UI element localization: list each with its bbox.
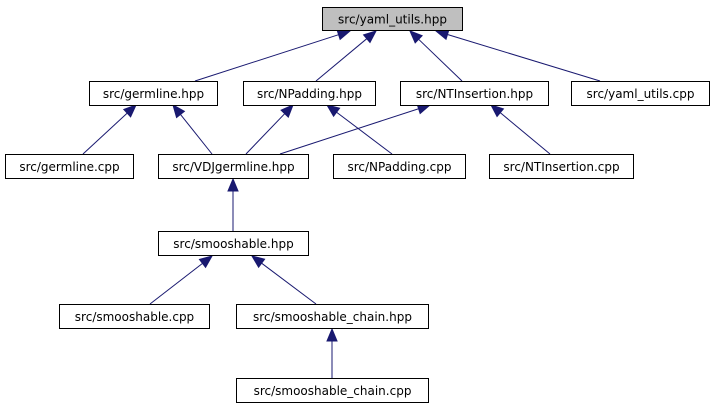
node-germline-hpp[interactable]: src/germline.hpp xyxy=(89,81,218,106)
edge-germline_cpp-to-germline_hpp xyxy=(82,104,137,155)
node-box[interactable] xyxy=(236,304,429,329)
arrowhead-icon xyxy=(122,104,137,118)
node-germline-cpp[interactable]: src/germline.cpp xyxy=(5,154,134,179)
edge-vdjgermline_hpp-to-germline_hpp xyxy=(172,103,213,155)
edge-ntinsertion_hpp-to-yaml_utils_hpp xyxy=(409,30,463,82)
edge-line xyxy=(261,262,317,305)
arrowhead-icon xyxy=(280,104,294,119)
edge-line xyxy=(315,38,368,82)
node-box[interactable] xyxy=(59,304,210,329)
edge-yaml_utils_cpp-to-yaml_utils_hpp xyxy=(434,29,601,82)
edge-vdjgermline_hpp-to-npadding_hpp xyxy=(245,104,294,155)
node-box[interactable] xyxy=(571,81,710,106)
node-label: src/NPadding.cpp xyxy=(347,160,451,174)
node-box[interactable] xyxy=(489,154,634,179)
edge-line xyxy=(194,34,339,82)
node-box[interactable] xyxy=(243,81,376,106)
node-box[interactable] xyxy=(400,81,549,106)
node-ntinsertion-hpp[interactable]: src/NTInsertion.hpp xyxy=(400,81,549,106)
edge-line xyxy=(279,108,419,155)
nodes-layer: src/yaml_utils.hpp src/germline.hpp src/NP… xyxy=(5,7,710,403)
node-smooshable-hpp[interactable]: src/smooshable.hpp xyxy=(158,231,309,256)
node-box[interactable] xyxy=(5,154,134,179)
arrowhead-icon xyxy=(434,29,450,41)
node-label: src/germline.cpp xyxy=(19,160,119,174)
edge-line xyxy=(82,112,128,155)
edge-line xyxy=(336,111,393,155)
node-label: src/smooshable_chain.cpp xyxy=(254,384,412,398)
edge-line xyxy=(499,112,551,155)
edge-smooshable_cpp-to-smooshable_hpp xyxy=(149,255,214,305)
edge-npadding_hpp-to-yaml_utils_hpp xyxy=(315,30,377,82)
arrowhead-icon xyxy=(250,255,266,269)
node-box[interactable] xyxy=(322,7,463,31)
arrowhead-icon xyxy=(489,104,505,118)
arrowhead-icon xyxy=(198,255,214,269)
node-label: src/germline.hpp xyxy=(103,87,204,101)
node-label: src/NTInsertion.hpp xyxy=(416,87,533,101)
arrowhead-icon xyxy=(326,327,338,342)
node-ntinsertion-cpp[interactable]: src/NTInsertion.cpp xyxy=(489,154,634,179)
node-smooshable-cpp[interactable]: src/smooshable.cpp xyxy=(59,304,210,329)
node-box[interactable] xyxy=(236,378,429,403)
node-box[interactable] xyxy=(158,154,309,179)
node-yaml-utils-cpp[interactable]: src/yaml_utils.cpp xyxy=(571,81,710,106)
node-label: src/smooshable.hpp xyxy=(173,237,293,251)
node-label: src/yaml_utils.hpp xyxy=(338,13,447,27)
node-smooshable-chain-cpp[interactable]: src/smooshable_chain.cpp xyxy=(236,378,429,403)
edge-line xyxy=(149,262,203,305)
edge-vdjgermline_hpp-to-ntinsertion_hpp xyxy=(279,103,432,155)
arrowhead-icon xyxy=(362,30,377,44)
node-label: src/yaml_utils.cpp xyxy=(587,87,695,101)
node-box[interactable] xyxy=(333,154,466,179)
node-box[interactable] xyxy=(89,81,218,106)
edge-line xyxy=(418,38,463,82)
node-box[interactable] xyxy=(158,231,309,256)
node-npadding-hpp[interactable]: src/NPadding.hpp xyxy=(243,81,376,106)
arrowhead-icon xyxy=(409,30,423,44)
edge-smooshable_hpp-to-vdjgermline_hpp xyxy=(227,177,239,231)
edge-smooshable_chain_hpp-to-smooshable_hpp xyxy=(250,255,317,305)
node-yaml-utils-hpp[interactable]: src/yaml_utils.hpp xyxy=(322,7,463,31)
edge-germline_hpp-to-yaml_utils_hpp xyxy=(194,29,352,82)
edge-line xyxy=(245,113,286,155)
arrowhead-icon xyxy=(227,177,239,192)
edge-npadding_cpp-to-npadding_hpp xyxy=(325,104,393,155)
arrowhead-icon xyxy=(172,103,186,119)
node-vdjgermline-hpp[interactable]: src/VDJgermline.hpp xyxy=(158,154,309,179)
arrowhead-icon xyxy=(325,104,341,118)
node-npadding-cpp[interactable]: src/NPadding.cpp xyxy=(333,154,466,179)
node-label: src/smooshable.cpp xyxy=(75,310,194,324)
edge-line xyxy=(180,114,213,155)
edge-smooshable_chain_cpp-to-smooshable_chain_hpp xyxy=(326,327,338,378)
node-label: src/NPadding.hpp xyxy=(257,87,362,101)
node-label: src/NTInsertion.cpp xyxy=(503,160,619,174)
node-label: src/VDJgermline.hpp xyxy=(172,160,294,174)
edge-line xyxy=(447,34,601,82)
edge-ntinsertion_cpp-to-ntinsertion_hpp xyxy=(489,104,551,155)
node-smooshable-chain-hpp[interactable]: src/smooshable_chain.hpp xyxy=(236,304,429,329)
arrowhead-icon xyxy=(336,29,352,41)
node-label: src/smooshable_chain.hpp xyxy=(253,310,412,324)
